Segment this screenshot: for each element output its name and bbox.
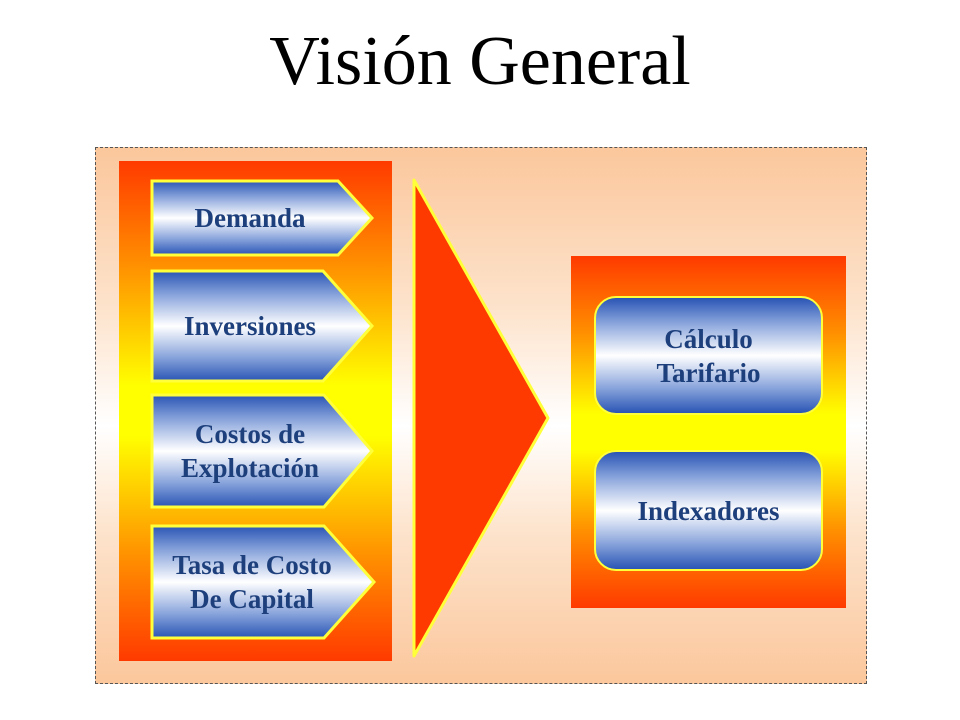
- input-arrow-demanda: [150, 179, 375, 257]
- output-box-indexadores: [594, 450, 823, 571]
- input-arrow-costos: [150, 393, 374, 509]
- slide-title: Visión General: [269, 23, 691, 100]
- input-arrow-tasa: [150, 524, 377, 640]
- flow-arrow-triangle: [412, 178, 550, 658]
- input-label-demanda: Demanda: [194, 203, 306, 233]
- output-label-indexadores: Indexadores: [637, 495, 780, 526]
- input-label-inversiones: Inversiones: [183, 311, 316, 341]
- output-box-calculo: [594, 296, 823, 415]
- input-arrow-inversiones: [150, 269, 375, 383]
